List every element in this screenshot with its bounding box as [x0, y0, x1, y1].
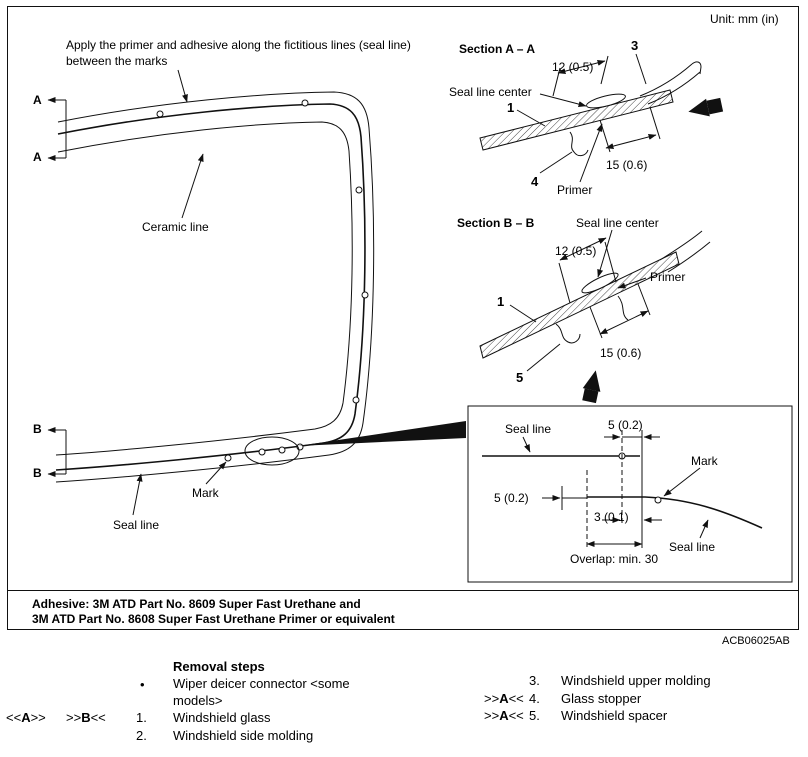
detail-overlap-label: Overlap: min. 30: [570, 552, 659, 566]
removal-item-5-label: Windshield spacer: [561, 708, 668, 723]
marker-post: <<: [508, 708, 524, 723]
removal-item-1-label: Windshield glass: [173, 710, 271, 725]
section-b-primer-label: Primer: [650, 270, 686, 284]
section-b-cut-letter-top: B: [33, 422, 42, 436]
figure-code: ACB06025AB: [722, 635, 790, 647]
main-figure-leaders: [132, 69, 227, 516]
section-a-seal-line-center-label: Seal line center: [449, 85, 532, 99]
section-a-primer-label: Primer: [557, 183, 593, 197]
removal-marker-a-left: <<A>>: [6, 710, 46, 727]
detail-seal-line-top-label: Seal line: [505, 422, 552, 436]
figure-annotation: Apply the primer and adhesive along the …: [66, 38, 411, 68]
seal-line-marks: [156, 99, 369, 462]
section-b-title: Section B – B: [457, 216, 535, 230]
adhesive-gun-icon-a: [688, 97, 724, 117]
removal-item-3-label: Windshield upper molding: [561, 673, 711, 688]
section-a-dim-12: 12 (0.5): [552, 60, 594, 74]
marker-letter: A: [21, 710, 31, 725]
marker-post: <<: [90, 710, 106, 725]
marker-pre: >>: [484, 691, 500, 706]
section-b-bracket: [47, 427, 67, 477]
marker-pre: <<: [6, 710, 22, 725]
overlap-detail-drawing: [467, 405, 793, 583]
section-a-bracket: [47, 97, 67, 161]
section-a-drawing: [479, 53, 724, 183]
callout-5-spacer: 5: [516, 370, 524, 385]
marker-letter: A: [499, 708, 509, 723]
removal-marker-a-right-4: >>A<<: [484, 691, 524, 708]
marker-letter: B: [81, 710, 91, 725]
section-b-dim-12: 12 (0.5): [555, 244, 597, 258]
adhesive-gun-icon-b: [582, 370, 601, 404]
removal-marker-b-left: >>B<<: [66, 710, 106, 727]
marker-pre: >>: [66, 710, 82, 725]
seal-line-label: Seal line: [113, 518, 160, 532]
adhesive-note-line2: 3M ATD Part No. 8608 Super Fast Urethane…: [32, 612, 395, 626]
section-b-cut-letter-bottom: B: [33, 466, 42, 480]
mark-label: Mark: [192, 486, 219, 500]
removal-steps-title: Removal steps: [173, 659, 265, 674]
removal-item-4-num: 4.: [529, 691, 540, 706]
removal-item-2-num: 2.: [136, 728, 147, 743]
unit-label: Unit: mm (in): [710, 12, 779, 26]
removal-item-3-num: 3.: [529, 673, 540, 688]
callout-1-glass-a: 1: [507, 100, 515, 115]
detail-seal-line-bottom-label: Seal line: [669, 540, 716, 554]
callout-4-glass-stopper: 4: [531, 174, 539, 189]
bullet-icon: •: [140, 677, 145, 692]
adhesive-note-line1: Adhesive: 3M ATD Part No. 8609 Super Fas…: [32, 597, 361, 611]
detail-dim-gap-3: 3 (0.1): [594, 510, 629, 524]
detail-mark-label: Mark: [691, 454, 718, 468]
marker-post: <<: [508, 691, 524, 706]
detail-dim-left-5: 5 (0.2): [494, 491, 529, 505]
marker-letter: A: [499, 691, 509, 706]
section-a-title: Section A – A: [459, 42, 536, 56]
section-a-dim-15: 15 (0.6): [606, 158, 648, 172]
section-a-cut-letter-bottom: A: [33, 150, 42, 164]
figure-frame-border: [7, 6, 799, 630]
detail-pointer-wedge: [298, 421, 466, 446]
section-b-drawing: [479, 229, 711, 404]
section-a-cut-letter-top: A: [33, 93, 42, 107]
marker-pre: >>: [484, 708, 500, 723]
removal-item-wiper-deicer: Wiper deicer connector <some models>: [173, 676, 350, 708]
removal-item-1-num: 1.: [136, 710, 147, 725]
detail-callout-circle: [244, 436, 300, 466]
removal-item-5-num: 5.: [529, 708, 540, 723]
detail-dim-top-5: 5 (0.2): [608, 418, 643, 432]
marker-post: >>: [30, 710, 46, 725]
section-b-seal-line-center-label: Seal line center: [576, 216, 659, 230]
ceramic-line-label: Ceramic line: [142, 220, 209, 234]
windshield-outline: [55, 91, 375, 483]
section-b-dim-15: 15 (0.6): [600, 346, 642, 360]
callout-3-upper-molding: 3: [631, 38, 639, 53]
removal-marker-a-right-5: >>A<<: [484, 708, 524, 725]
removal-item-4-label: Glass stopper: [561, 691, 642, 706]
removal-item-2-label: Windshield side molding: [173, 728, 314, 743]
callout-1-glass-b: 1: [497, 294, 505, 309]
